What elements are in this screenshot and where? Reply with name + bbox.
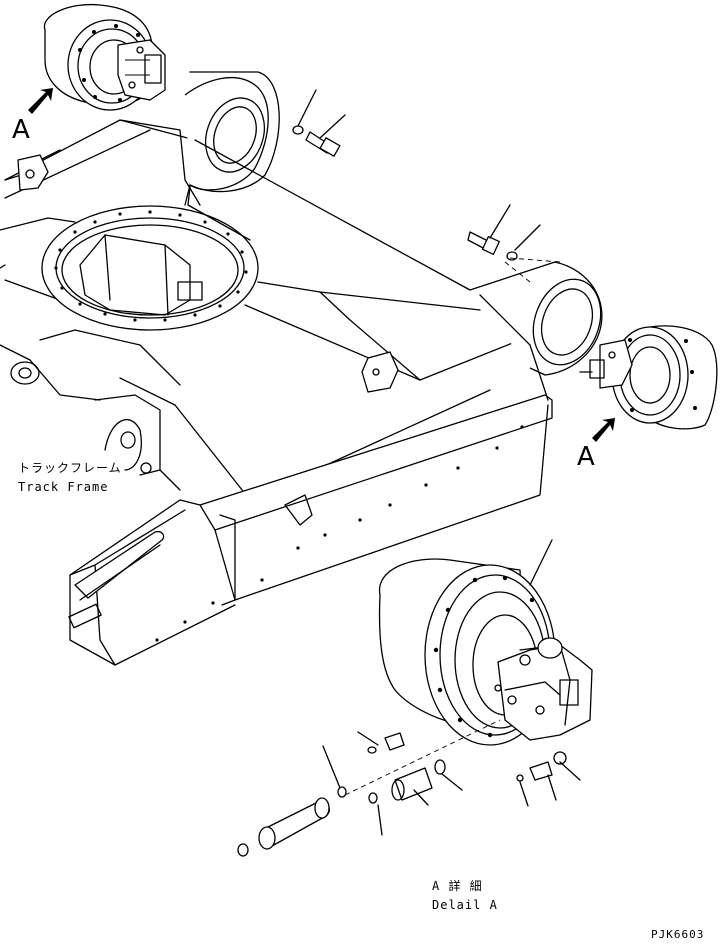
view-a-label-right: A [577, 442, 595, 472]
bolts-washers [292, 89, 541, 261]
view-arrow-icon [28, 88, 53, 114]
right-mount-ring [469, 257, 603, 401]
detail-label-jp: A 詳 細 [432, 879, 483, 893]
view-a-label-left: A [12, 115, 30, 145]
track-frame-label-jp: トラックフレーム [18, 461, 122, 475]
view-arrow-icon [592, 418, 615, 442]
final-drive-detail [237, 539, 593, 857]
final-drive-right [579, 325, 718, 430]
detail-label-en: Delail A [432, 898, 498, 912]
track-frame-label-en: Track Frame [18, 480, 109, 494]
drawing-code: PJK6603 [651, 928, 705, 941]
track-frame [0, 71, 553, 666]
final-drive-left-top [43, 3, 166, 111]
